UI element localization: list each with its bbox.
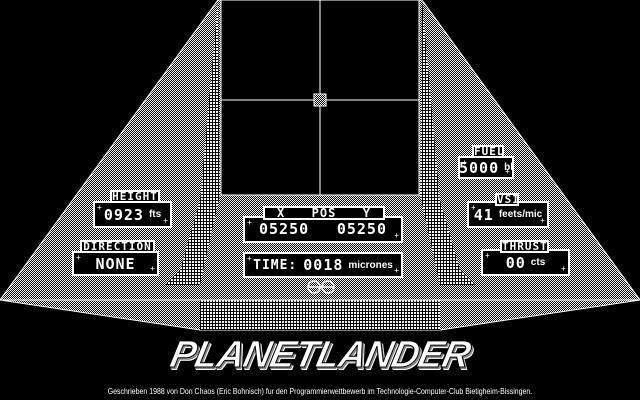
height-value: 0923 [103, 205, 144, 224]
time-value: 0018 [303, 256, 344, 274]
time-label: TIME: [253, 257, 298, 273]
y-position-value: 05250 [336, 220, 387, 238]
thrust-label: THRUST [500, 240, 549, 253]
height-unit: fts [148, 209, 162, 220]
x-label: X [277, 206, 286, 220]
right-inner-band [420, 0, 475, 285]
credits-text: Geschrieben 1988 von Don Chaos (Eric Boh… [107, 386, 533, 396]
height-label: HEIGHT [110, 190, 160, 203]
vsi-label: VSI [495, 193, 520, 206]
thrust-unit: cts [530, 257, 546, 268]
direction-value: NONE [95, 254, 136, 273]
club-logo-icon [307, 280, 335, 294]
height-display: 0923 fts [93, 201, 172, 228]
fuel-unit: bl [504, 162, 514, 173]
left-inner-band [165, 0, 220, 285]
position-header: X POS Y [263, 206, 385, 220]
fuel-display: 5000 bl [458, 156, 514, 179]
pos-label: POS [311, 206, 337, 220]
vsi-value: 41 [473, 205, 494, 224]
y-label: Y [362, 206, 371, 220]
fuel-label: FUEL [472, 145, 505, 158]
position-display: 05250 05250 [243, 216, 403, 243]
direction-label: DIRECTION [80, 240, 155, 253]
thrust-display: 00 cts [481, 249, 570, 276]
time-display: TIME: 0018 micrones [243, 252, 403, 278]
direction-display: NONE [72, 251, 159, 276]
bottom-band [200, 300, 440, 330]
vsi-unit: feets/mic [498, 209, 543, 220]
thrust-value: 00 [505, 253, 526, 272]
time-unit: micrones [348, 259, 393, 271]
game-logo: PLANETLANDER [166, 333, 474, 376]
x-position-value: 05250 [259, 220, 310, 238]
fuel-value: 5000 [459, 158, 500, 177]
lander-target [313, 93, 327, 107]
